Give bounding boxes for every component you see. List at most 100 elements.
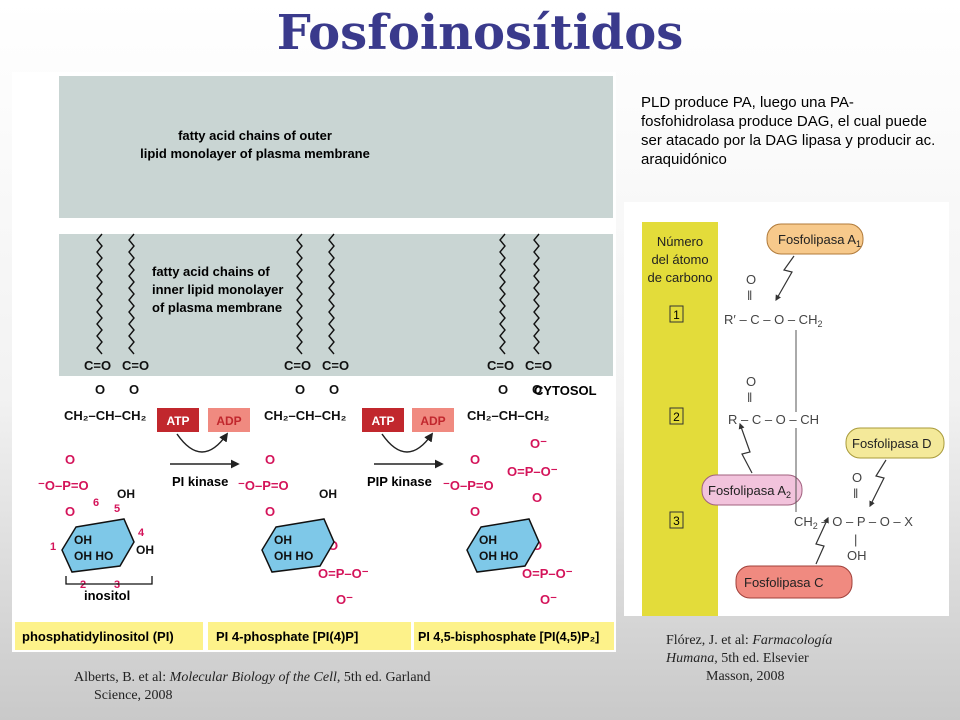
row3-dbl: ‖ — [853, 486, 858, 501]
label-pi: phosphatidylinositol (PI) — [22, 629, 174, 644]
pi-kinase-label: PI kinase — [172, 474, 228, 489]
carbon-box-3 — [669, 511, 684, 529]
phosphate-o-3: O — [470, 452, 480, 467]
enzyme-d-pill — [845, 427, 945, 459]
row2-o: O — [746, 374, 756, 389]
carbon-num-2: 2 — [673, 410, 680, 424]
enzyme-a2-label: Fosfolipasa A2 — [708, 483, 791, 500]
p4-minus-3: O⁻ — [540, 592, 557, 607]
backbone-3: CH₂–CH–CH₂ — [467, 408, 550, 423]
carbon-label-1: Número — [657, 234, 703, 249]
enzyme-c-label: Fosfolipasa C — [744, 575, 823, 590]
carbon-number-bar — [642, 222, 718, 616]
row3-o: O — [852, 470, 862, 485]
inner-label-2: inner lipid monolayer — [152, 282, 283, 297]
ring-oh-3a: OH — [479, 533, 497, 547]
atp-label-1: ATP — [166, 414, 189, 428]
a1-cleave-arrow — [775, 255, 795, 302]
enzyme-c-pill — [735, 565, 853, 599]
cytosol-label: CYTOSOL — [534, 383, 597, 398]
adp-badge-2 — [412, 408, 454, 432]
backbone-2: CH₂–CH–CH₂ — [264, 408, 347, 423]
inositol-rings — [61, 518, 540, 573]
phosphate-row-3: ⁻O–P=O — [443, 478, 494, 493]
phospholipase-figure: Número del átomo de carbono 1 2 3 Fosfol… — [624, 202, 949, 616]
enzyme-a1-label: Fosfolipasa A1 — [778, 232, 861, 249]
adp-label-1: ADP — [216, 414, 241, 428]
c-cleave-arrow — [815, 516, 829, 565]
ester-2b: C=O — [322, 358, 349, 373]
ring-ohho-3: OH HO — [479, 549, 518, 563]
inner-membrane-band — [59, 234, 613, 376]
inner-label-3: of plasma membrane — [152, 300, 282, 315]
citation-alberts: Alberts, B. et al: Molecular Biology of … — [74, 670, 431, 703]
p5-minus-3: O⁻ — [530, 436, 547, 451]
d-cleave-arrow — [869, 459, 887, 508]
p4-row-3: O=P–O⁻ — [522, 566, 573, 581]
oxygen-3b: O — [532, 382, 542, 397]
carbon-box-1 — [669, 305, 684, 323]
citation-florez: Flórez, J. et al: Farmacología Humana, 5… — [666, 633, 833, 684]
carbon-label-2: del átomo — [651, 252, 708, 267]
label-pi4p: PI 4-phosphate [PI(4)P] — [216, 629, 358, 644]
p5-row-3: O=P–O⁻ — [507, 464, 558, 479]
fatty-acid-chains — [96, 233, 540, 355]
phospholipase-diagram: Número del átomo de carbono 1 2 3 Fosfol… — [642, 222, 945, 616]
ring-ohho-1: OH HO — [74, 549, 113, 563]
oxygen-3a: O — [498, 382, 508, 397]
ester-3b: C=O — [525, 358, 552, 373]
label-pi-box — [15, 622, 203, 650]
row2-dbl: ‖ — [747, 390, 752, 405]
backbone-1: CH₂–CH–CH₂ — [64, 408, 147, 423]
phosphate-o-1b: O — [65, 504, 75, 519]
label-pip2-box — [414, 622, 614, 650]
ester-2a: C=O — [284, 358, 311, 373]
ring-num-3: 3 — [114, 579, 120, 591]
atp-curve-2 — [381, 432, 434, 453]
pld-note: PLD produce PA, luego una PA-fosfohidrol… — [641, 94, 936, 168]
phosphoinositide-diagram: fatty acid chains of outer lipid monolay… — [15, 76, 614, 650]
ring-oh-1a: OH — [74, 533, 92, 547]
ring-ohho-2: OH HO — [274, 549, 313, 563]
ring-num-1: 1 — [50, 541, 56, 553]
outer-membrane-band — [59, 76, 613, 218]
carbon-box-2 — [669, 407, 684, 425]
row1-dbl: ‖ — [747, 288, 752, 303]
atp-curve-1 — [176, 432, 229, 453]
phosphate-o-2b: O — [265, 504, 275, 519]
oxygen-2a: O — [295, 382, 305, 397]
carbon-num-3: 3 — [673, 514, 680, 528]
carbon-num-1: 1 — [673, 308, 680, 322]
ring-oh-1-top: OH — [117, 487, 135, 501]
pip-kinase-label: PIP kinase — [367, 474, 432, 489]
ester-1b: C=O — [122, 358, 149, 373]
p4-row-2: O=P–O⁻ — [318, 566, 369, 581]
phosphate-o-1: O — [65, 452, 75, 467]
ester-3a: C=O — [487, 358, 514, 373]
adp-label-2: ADP — [420, 414, 445, 428]
atp-badge-2 — [362, 408, 404, 432]
label-pi4p-box — [208, 622, 411, 650]
row3-formula: CH2 – O – P – O – X — [794, 514, 913, 531]
ring-num-4: 4 — [138, 527, 145, 539]
ring-oh-1-right: OH — [136, 543, 154, 557]
row1-formula: R′ – C – O – CH2 — [724, 312, 822, 329]
row1-o: O — [746, 272, 756, 287]
outer-label-2: lipid monolayer of plasma membrane — [140, 146, 370, 161]
slide-title: Fosfoinosítidos — [276, 5, 684, 61]
ring-num-2: 2 — [80, 579, 86, 591]
ring-pi — [61, 518, 135, 573]
ring-pip2 — [466, 518, 540, 573]
enzyme-d-label: Fosfolipasa D — [852, 436, 931, 451]
phosphate-o-3b: O — [470, 504, 480, 519]
oxygen-2b: O — [329, 382, 339, 397]
label-pip2: PI 4,5-bisphosphate [PI(4,5)P₂] — [418, 630, 599, 644]
phosphate-row-1: ⁻O–P=O — [38, 478, 89, 493]
p4-minus-2: O⁻ — [336, 592, 353, 607]
atp-badge-1 — [157, 408, 199, 432]
oxygen-1a: O — [95, 382, 105, 397]
ring-pi4p — [261, 518, 335, 573]
inositol-bracket — [65, 576, 153, 585]
p5-o-3: O — [532, 490, 542, 505]
inositol-label: inositol — [84, 588, 130, 603]
